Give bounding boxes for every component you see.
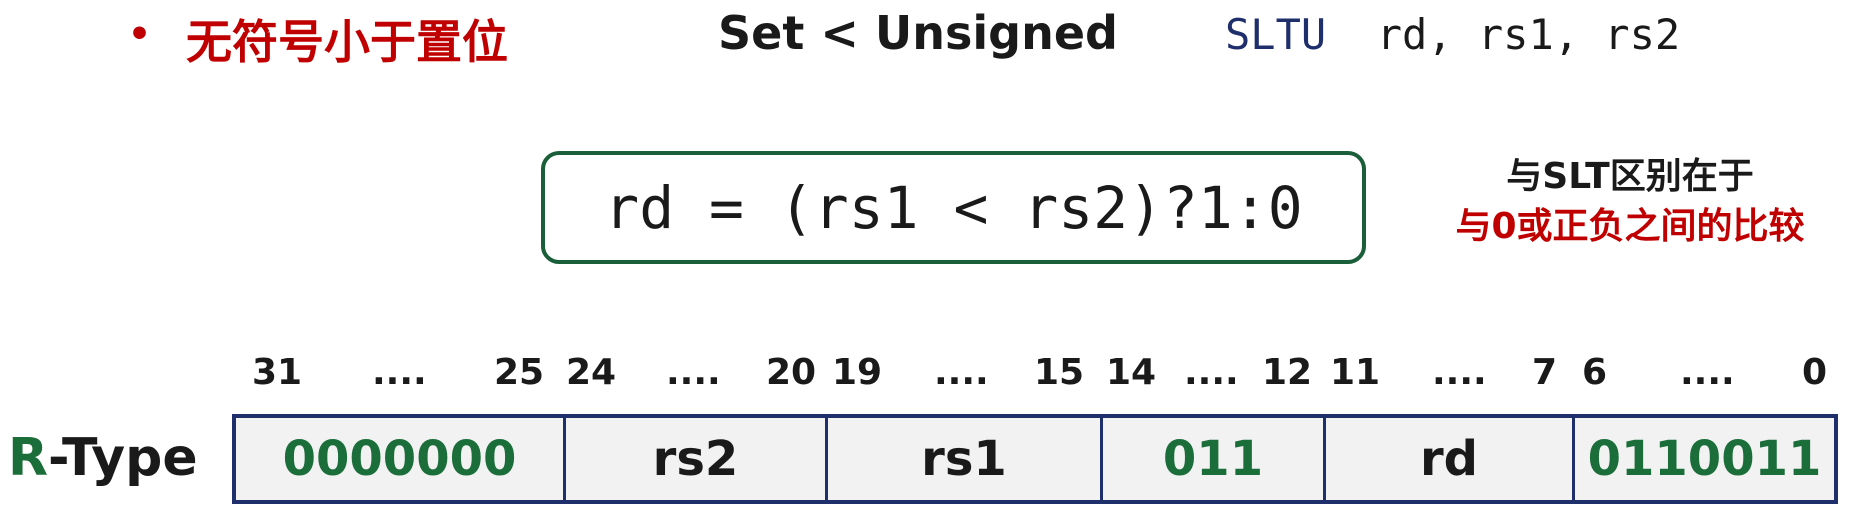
operands: rd, rs1, rs2 <box>1376 10 1681 59</box>
bit-label: 20 <box>766 352 817 393</box>
bit-label: .... <box>1432 352 1487 393</box>
formula-box: rd = (rs1 < rs2)?1:0 <box>541 151 1366 264</box>
difference-note: 与SLT区别在于 与0或正负之间的比较 <box>1420 152 1840 252</box>
format-label-rest: -Type <box>48 428 198 488</box>
field-funct7: 0000000 <box>236 418 566 500</box>
bit-label: 7 <box>1532 352 1558 393</box>
bit-label: 0 <box>1802 352 1828 393</box>
bit-label: .... <box>666 352 721 393</box>
bit-label: 14 <box>1106 352 1157 393</box>
bit-label: 12 <box>1262 352 1313 393</box>
title-chinese: 无符号小于置位 <box>186 15 508 69</box>
bit-label: 6 <box>1582 352 1608 393</box>
bit-label: 19 <box>832 352 883 393</box>
field-opcode: 0110011 <box>1575 418 1834 500</box>
instruction-syntax: SLTU rd, rs1, rs2 <box>1225 10 1680 59</box>
formula-text: rd = (rs1 < rs2)?1:0 <box>604 173 1303 242</box>
bit-label: .... <box>1680 352 1735 393</box>
field-funct3: 011 <box>1103 418 1326 500</box>
format-label: R-Type <box>8 428 198 488</box>
bit-label: 11 <box>1330 352 1381 393</box>
format-label-r: R <box>8 428 49 488</box>
bullet-point: • <box>128 14 152 55</box>
title-english: Set < Unsigned <box>718 6 1118 60</box>
field-rd: rd <box>1326 418 1575 500</box>
bit-label: .... <box>372 352 427 393</box>
bit-label: 31 <box>252 352 303 393</box>
bit-label: 25 <box>494 352 545 393</box>
bit-label: 24 <box>566 352 617 393</box>
opcode: SLTU <box>1225 10 1327 59</box>
bit-label: .... <box>934 352 989 393</box>
note-line-1: 与SLT区别在于 <box>1506 156 1754 197</box>
field-rs2: rs2 <box>566 418 828 500</box>
bit-label: 15 <box>1034 352 1085 393</box>
encoding-table: 0000000 rs2 rs1 011 rd 0110011 <box>232 414 1838 504</box>
note-line-2: 与0或正负之间的比较 <box>1455 206 1805 247</box>
bit-label: .... <box>1184 352 1239 393</box>
field-rs1: rs1 <box>828 418 1103 500</box>
